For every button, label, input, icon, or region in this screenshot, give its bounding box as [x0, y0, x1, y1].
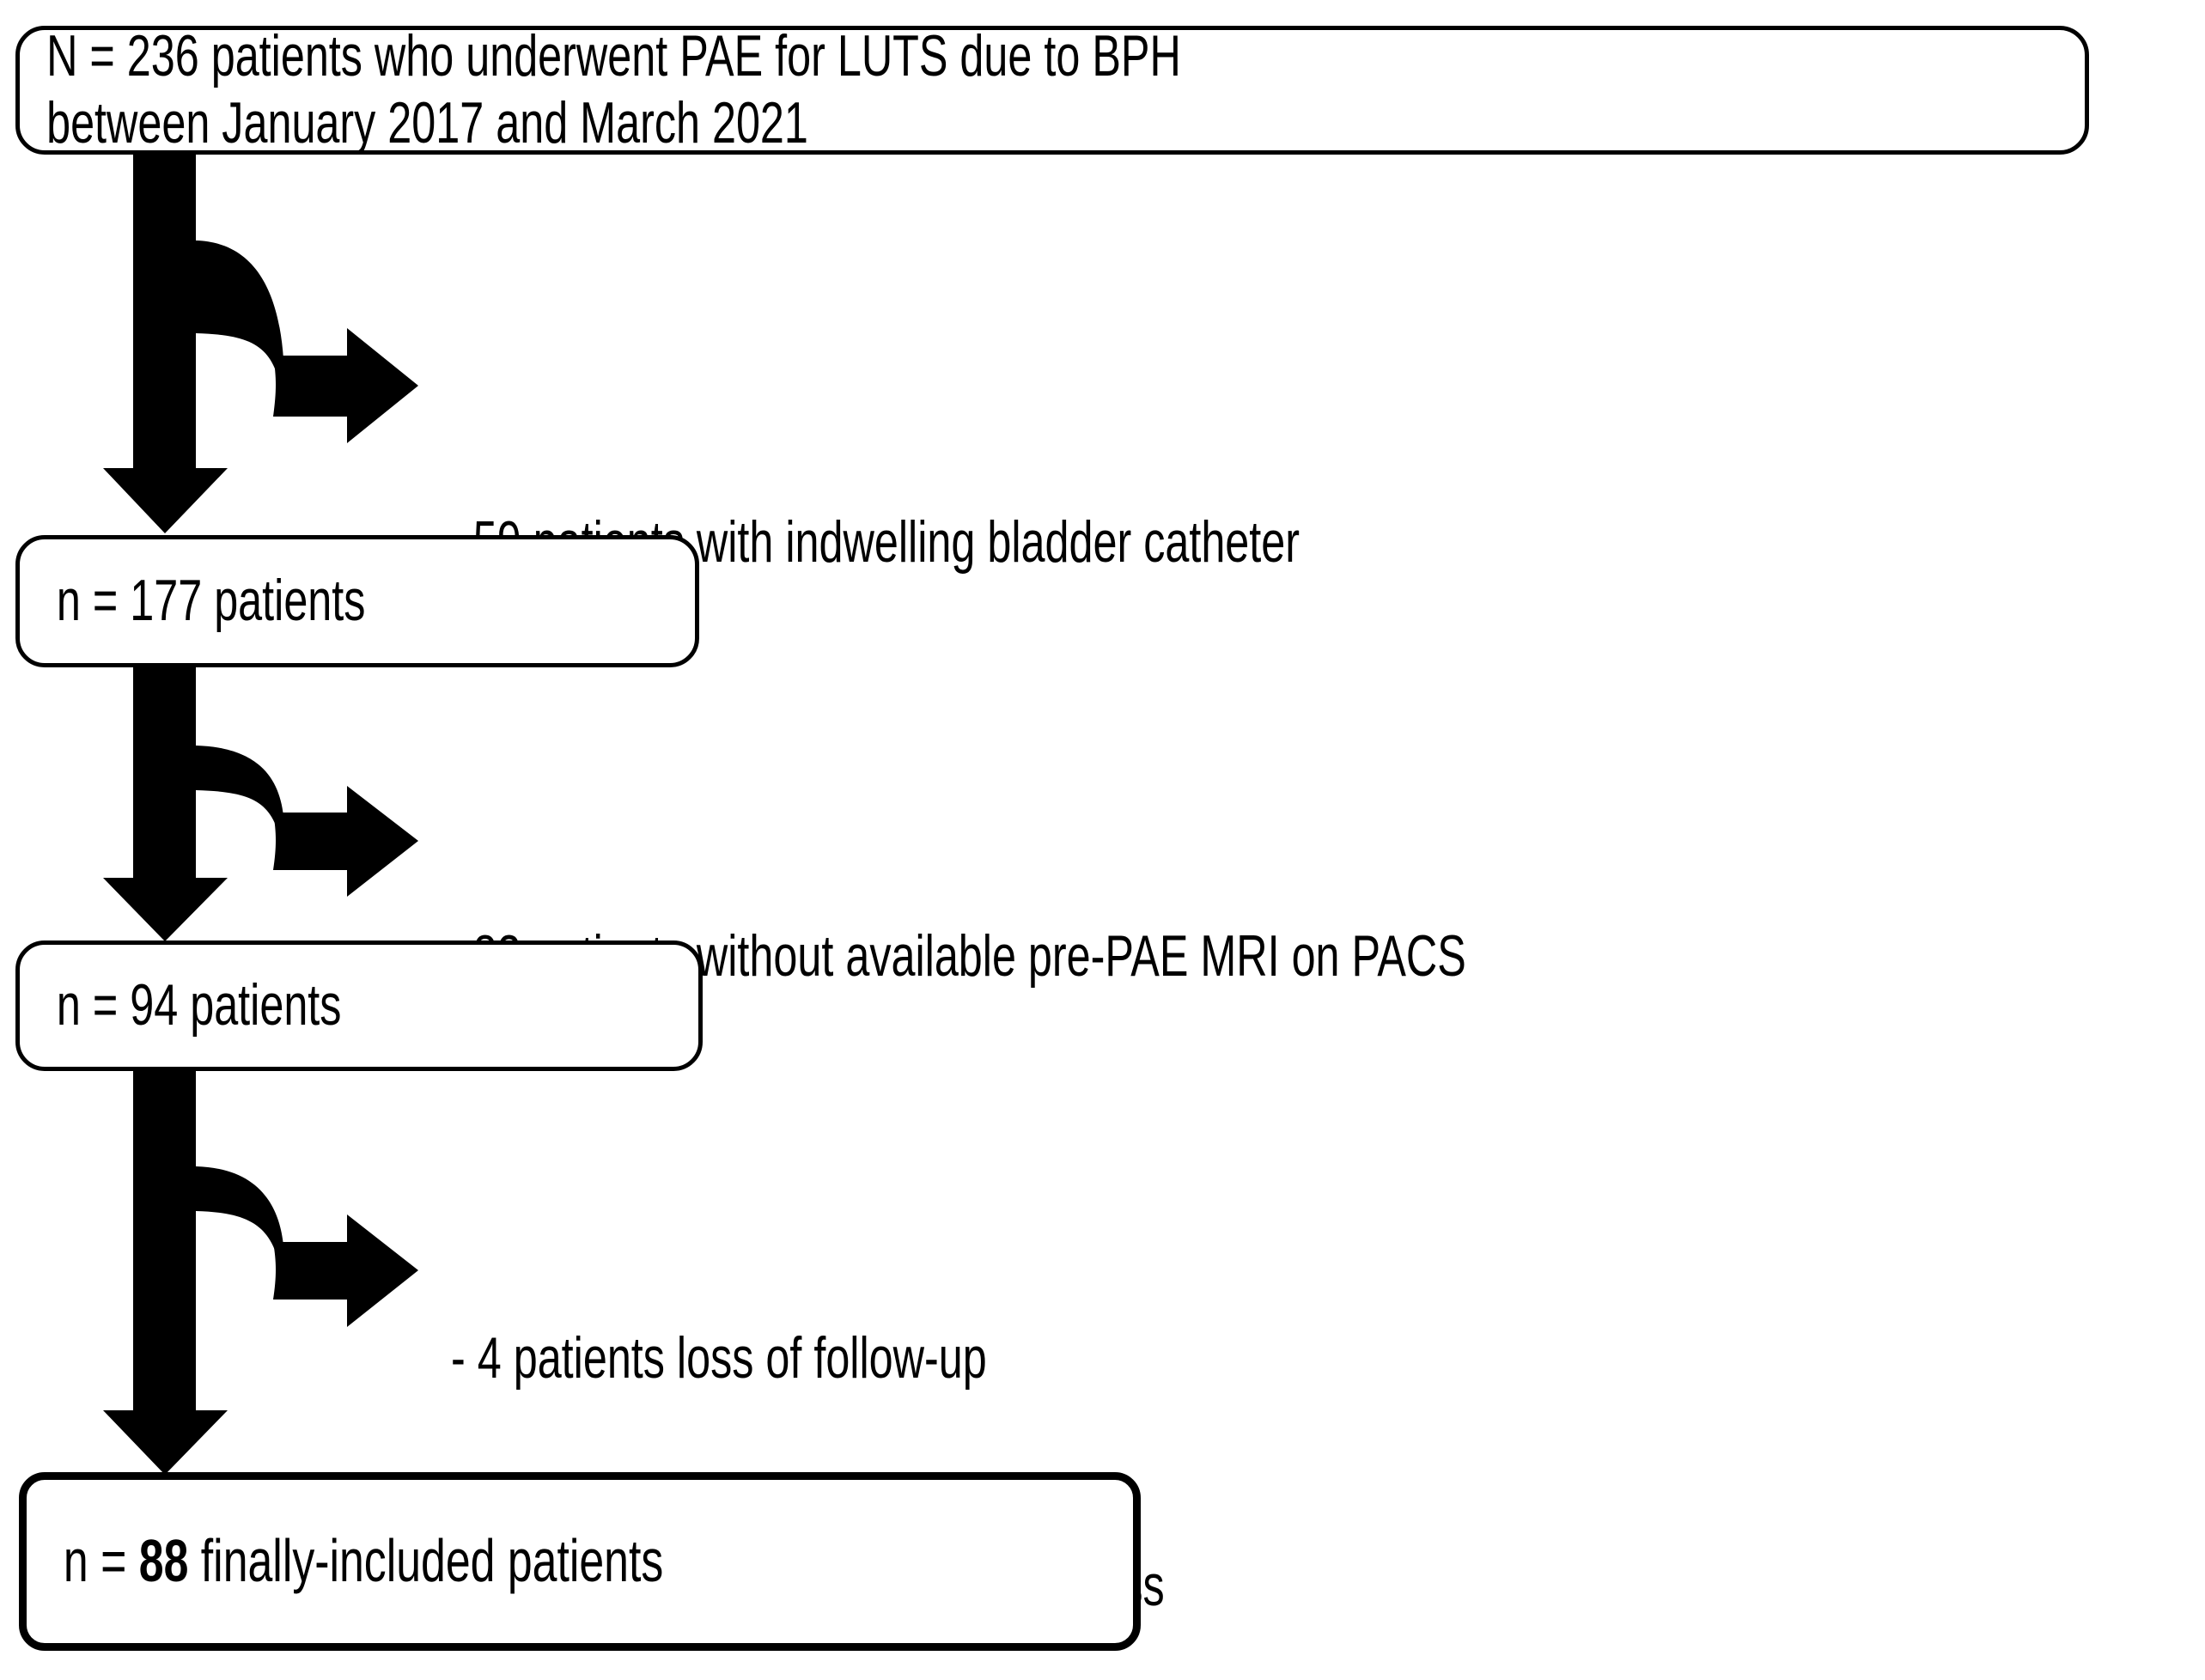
connector-94-to-final	[103, 1069, 418, 1475]
node-enrolled-line2: between January 2017 and March 2021	[46, 90, 808, 155]
node-stage-94-label: n = 94 patients	[56, 972, 342, 1038]
node-final-included: n = 88 finally-included patients	[19, 1472, 1141, 1651]
node-stage-94: n = 94 patients	[15, 940, 703, 1071]
node-final-count: 88	[138, 1527, 189, 1595]
node-final-prefix: n =	[63, 1527, 139, 1595]
node-enrolled-line1: N = 236 patients who underwent PAE for L…	[46, 23, 1181, 89]
connector-177-to-94	[103, 666, 418, 941]
node-stage-177-label: n = 177 patients	[56, 568, 366, 634]
exclusion-note-followup-line1: - 4 patients loss of follow-up	[451, 1324, 987, 1391]
node-final-included-label: n = 88 finally-included patients	[27, 1527, 845, 1596]
node-final-suffix: finally-included patients	[188, 1527, 664, 1595]
node-enrolled-cohort: N = 236 patients who underwent PAE for L…	[15, 23, 2089, 155]
node-stage-177: n = 177 patients	[15, 535, 699, 667]
connector-enrolled-to-177	[103, 155, 418, 533]
